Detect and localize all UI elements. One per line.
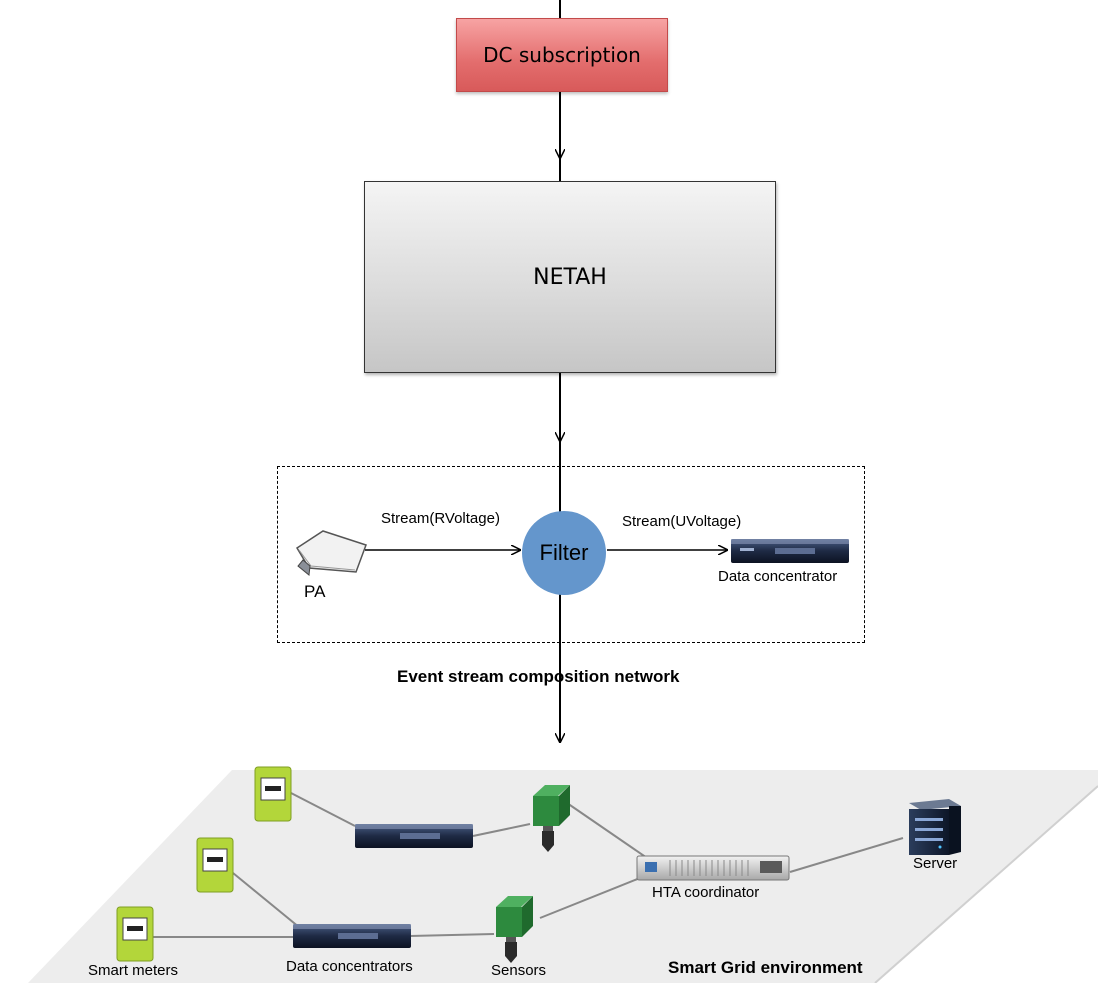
data-concentrator-icon <box>355 824 473 848</box>
data-concentrator-icon <box>293 924 411 948</box>
composition-network-box <box>277 466 865 643</box>
stream-out-label: Stream(UVoltage) <box>622 513 742 530</box>
server-icon <box>909 799 961 855</box>
sensor-icon <box>496 896 533 963</box>
data-concentrator-icon <box>731 539 849 563</box>
smart-meter-icon <box>116 906 154 962</box>
platform-edge <box>874 785 1098 983</box>
netah-box: NETAH <box>364 181 776 373</box>
server-label: Server <box>913 855 958 872</box>
dc-subscription-box: DC subscription <box>456 18 668 92</box>
smart-meter-icon <box>196 837 234 893</box>
stream-in-label: Stream(RVoltage) <box>381 510 500 527</box>
sensor-icon <box>533 785 570 852</box>
data-concentrators-label: Data concentrators <box>286 958 413 975</box>
smart-meters-label: Smart meters <box>88 962 179 979</box>
netah-label: NETAH <box>533 264 607 290</box>
hta-coordinator-label: HTA coordinator <box>652 884 760 901</box>
pa-device-icon <box>295 530 367 576</box>
data-concentrator-label: Data concentrator <box>718 568 838 585</box>
filter-label: Filter <box>539 540 589 565</box>
smart-grid-title: Smart Grid environment <box>668 958 863 977</box>
sensors-label: Sensors <box>491 962 547 979</box>
dc-subscription-label: DC subscription <box>483 43 641 67</box>
hta-coordinator-icon <box>636 855 790 881</box>
filter-node: Filter <box>522 511 606 595</box>
smart-meter-icon <box>254 766 292 822</box>
pa-label: PA <box>304 582 326 601</box>
composition-network-title: Event stream composition network <box>397 667 680 686</box>
grid-connections <box>153 792 904 938</box>
